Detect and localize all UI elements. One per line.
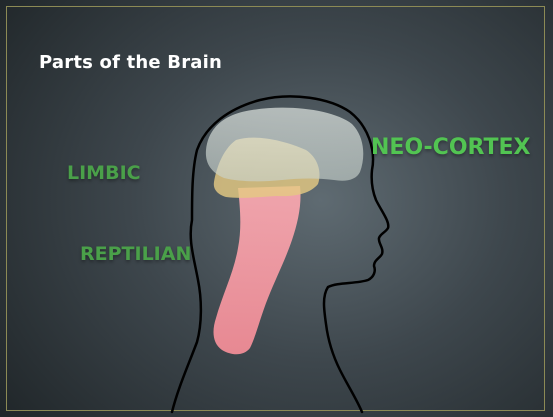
neo-cortex-label: NEO-CORTEX — [371, 135, 530, 160]
limbic-label: LIMBIC — [67, 162, 141, 184]
reptilian-label: REPTILIAN — [80, 243, 191, 265]
reptilian-region — [214, 186, 301, 354]
neo-cortex-region — [206, 108, 363, 182]
